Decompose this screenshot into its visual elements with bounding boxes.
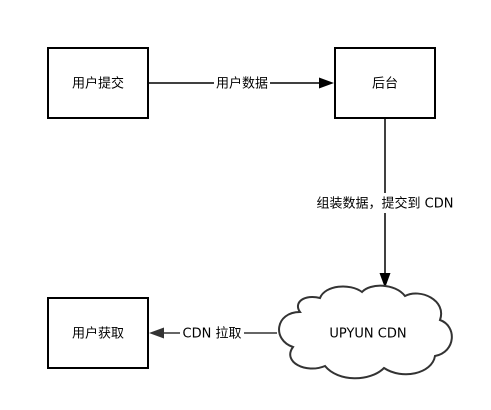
node-user-submit-box [47,47,149,119]
edge-user-data: 用户数据 [149,74,334,92]
node-user-fetch-box [47,297,149,369]
arrowhead-right-icon [319,77,334,89]
cloud-icon [278,284,453,380]
node-backend: 后台 [334,47,436,119]
node-backend-label: 后台 [372,77,398,92]
edge-label-background [313,193,457,213]
node-upyun-cdn: UPYUN CDN [278,284,453,380]
arrowhead-left-icon [149,327,164,339]
arrowhead-down-icon [379,273,391,288]
node-user-submit-label: 用户提交 [72,76,124,92]
edge-label-cdn-pull: CDN 拉取 [183,327,242,342]
node-user-fetch: 用户获取 [47,297,149,369]
node-user-submit: 用户提交 [47,47,149,119]
edge-label-background [214,74,270,92]
node-upyun-cdn-label: UPYUN CDN [329,327,406,342]
edge-assemble-submit: 组装数据，提交到 CDN [313,118,457,288]
edge-cdn-pull: CDN 拉取 [149,324,277,342]
edge-label-assemble-submit: 组装数据，提交到 CDN [317,196,454,212]
node-user-fetch-label: 用户获取 [72,326,124,342]
node-backend-box [334,47,436,119]
edge-label-user-data: 用户数据 [216,76,268,92]
edge-label-background [180,324,244,342]
